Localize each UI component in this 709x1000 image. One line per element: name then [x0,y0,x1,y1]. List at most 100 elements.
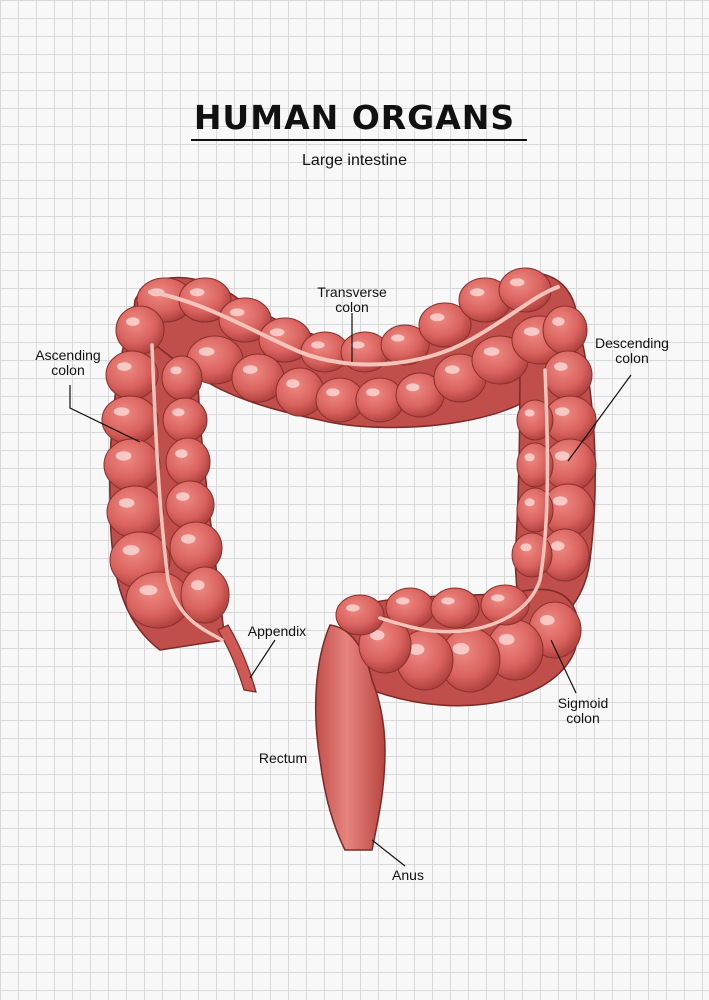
segment-highlight [524,453,535,462]
segment-highlight [170,366,182,375]
segment-highlight [523,327,540,336]
segment-highlight [491,594,505,602]
segment-highlight [351,341,365,349]
leader-appendix [249,639,276,679]
haustra-segment [162,397,208,443]
page-title: HUMAN ORGANS [193,98,516,137]
label-sigmoid-colon: Sigmoid colon [538,696,628,726]
segment-highlight [554,451,570,461]
segment-highlight [554,407,570,416]
segment-highlight [552,496,568,506]
segment-highlight [116,362,132,371]
segment-highlight [524,409,535,417]
label-ascending-colon: Ascending colon [18,348,118,378]
segment-highlight [469,288,485,297]
label-ascending-line2: colon [51,362,85,378]
haustra-segment [103,438,161,492]
page-subtitle: Large intestine [302,152,407,169]
label-transverse-colon: Transverse colon [302,285,402,315]
haustra-segment [480,584,530,626]
segment-highlight [122,545,140,556]
haustra-segment [161,355,203,401]
segment-highlight [198,347,215,356]
leader-lines [69,313,632,867]
haustra-segment [180,566,230,624]
haustra-segment [165,437,211,487]
segment-highlight [286,379,300,388]
label-sigmoid-line1: Sigmoid [557,695,609,711]
label-ascending-line1: Ascending [35,347,101,363]
segment-highlight [242,365,258,374]
label-sigmoid-line2: colon [566,710,600,726]
segment-highlight [441,597,455,605]
segment-highlight [139,585,158,596]
haustra-segment [430,587,480,629]
leader-descending [567,374,632,462]
segment-highlight [408,644,425,655]
appendix-shape [217,624,257,693]
haustra-segment [165,480,215,530]
label-anus: Anus [392,867,424,883]
segment-highlight [429,313,445,322]
label-transverse-line1: Transverse [317,284,387,300]
segment-highlight [444,365,460,374]
haustra-segment [106,485,164,539]
leader-sigmoid [550,639,577,694]
rectum-shape [314,624,386,851]
segment-highlight [369,630,385,641]
segment-highlight [118,498,135,508]
leader-anus [371,839,406,867]
taenia-band-descending [378,368,550,634]
haustra-segment [115,305,165,355]
segment-highlight [509,278,525,287]
segment-highlight [391,334,405,342]
segment-highlight [269,328,285,337]
haustra-segment [516,399,554,441]
segment-highlight [452,643,470,655]
label-descending-line1: Descending [595,335,669,351]
label-transverse-line2: colon [335,299,369,315]
segment-highlight [520,543,532,552]
label-rectum: Rectum [258,750,308,766]
segment-highlight [406,383,420,392]
label-descending-colon: Descending colon [577,336,687,366]
segment-highlight [113,407,130,416]
haustra-segment [335,594,385,636]
segment-highlight [191,580,205,591]
segment-highlight [126,317,140,326]
taenia-band-transverse [148,285,560,367]
leader-ascending [69,385,141,443]
haustra-segment [380,324,430,366]
segment-highlight [311,341,325,349]
segment-highlight [346,604,360,612]
segment-highlight [180,534,196,544]
segment-highlight [396,597,410,605]
taenia-band-ascending [150,343,224,642]
label-appendix: Appendix [247,623,307,639]
segment-highlight [189,288,205,297]
haustra-segment [516,487,554,533]
segment-highlight [554,362,568,371]
segment-highlight [115,451,132,461]
segment-highlight [498,634,515,645]
haustra-segment [418,302,472,348]
segment-highlight [539,615,555,626]
haustra-segment [516,442,554,488]
segment-highlight [366,388,380,397]
segment-highlight [551,541,565,551]
haustra-segment [275,367,325,417]
title-underline [191,139,527,141]
segment-highlight [172,408,185,417]
segment-highlight [483,347,500,356]
segment-highlight [176,492,190,501]
label-descending-line2: colon [615,350,649,366]
haustra-segment [125,571,191,629]
segment-highlight [229,308,245,317]
segment-highlight [552,317,565,326]
segment-highlight [524,498,535,507]
segment-highlight [175,449,188,458]
haustra-segment [169,521,223,575]
segment-highlight [326,388,340,397]
